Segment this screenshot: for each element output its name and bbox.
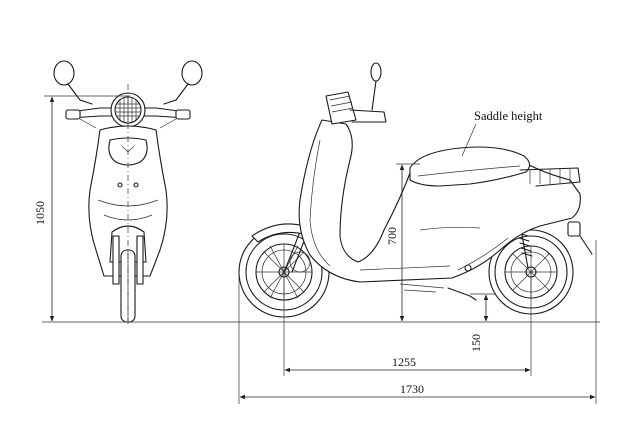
side-kickstand	[447, 287, 477, 301]
seat-height-value: 700	[385, 227, 399, 245]
wheelbase-value: 1255	[392, 355, 416, 369]
dimension-lines	[42, 95, 600, 404]
side-body	[298, 119, 593, 293]
saddle-height-label: Saddle height	[474, 109, 543, 123]
overall-length-value: 1730	[400, 382, 424, 396]
ground-clearance-value: 150	[469, 334, 483, 352]
front-right-mirror	[163, 60, 203, 105]
side-handlebar	[325, 62, 387, 125]
front-view	[53, 60, 203, 325]
side-view	[238, 62, 593, 318]
front-handlebar	[65, 107, 191, 129]
front-wheel	[109, 225, 147, 323]
front-left-mirror	[53, 60, 93, 105]
overall-height-value: 1050	[33, 201, 47, 225]
